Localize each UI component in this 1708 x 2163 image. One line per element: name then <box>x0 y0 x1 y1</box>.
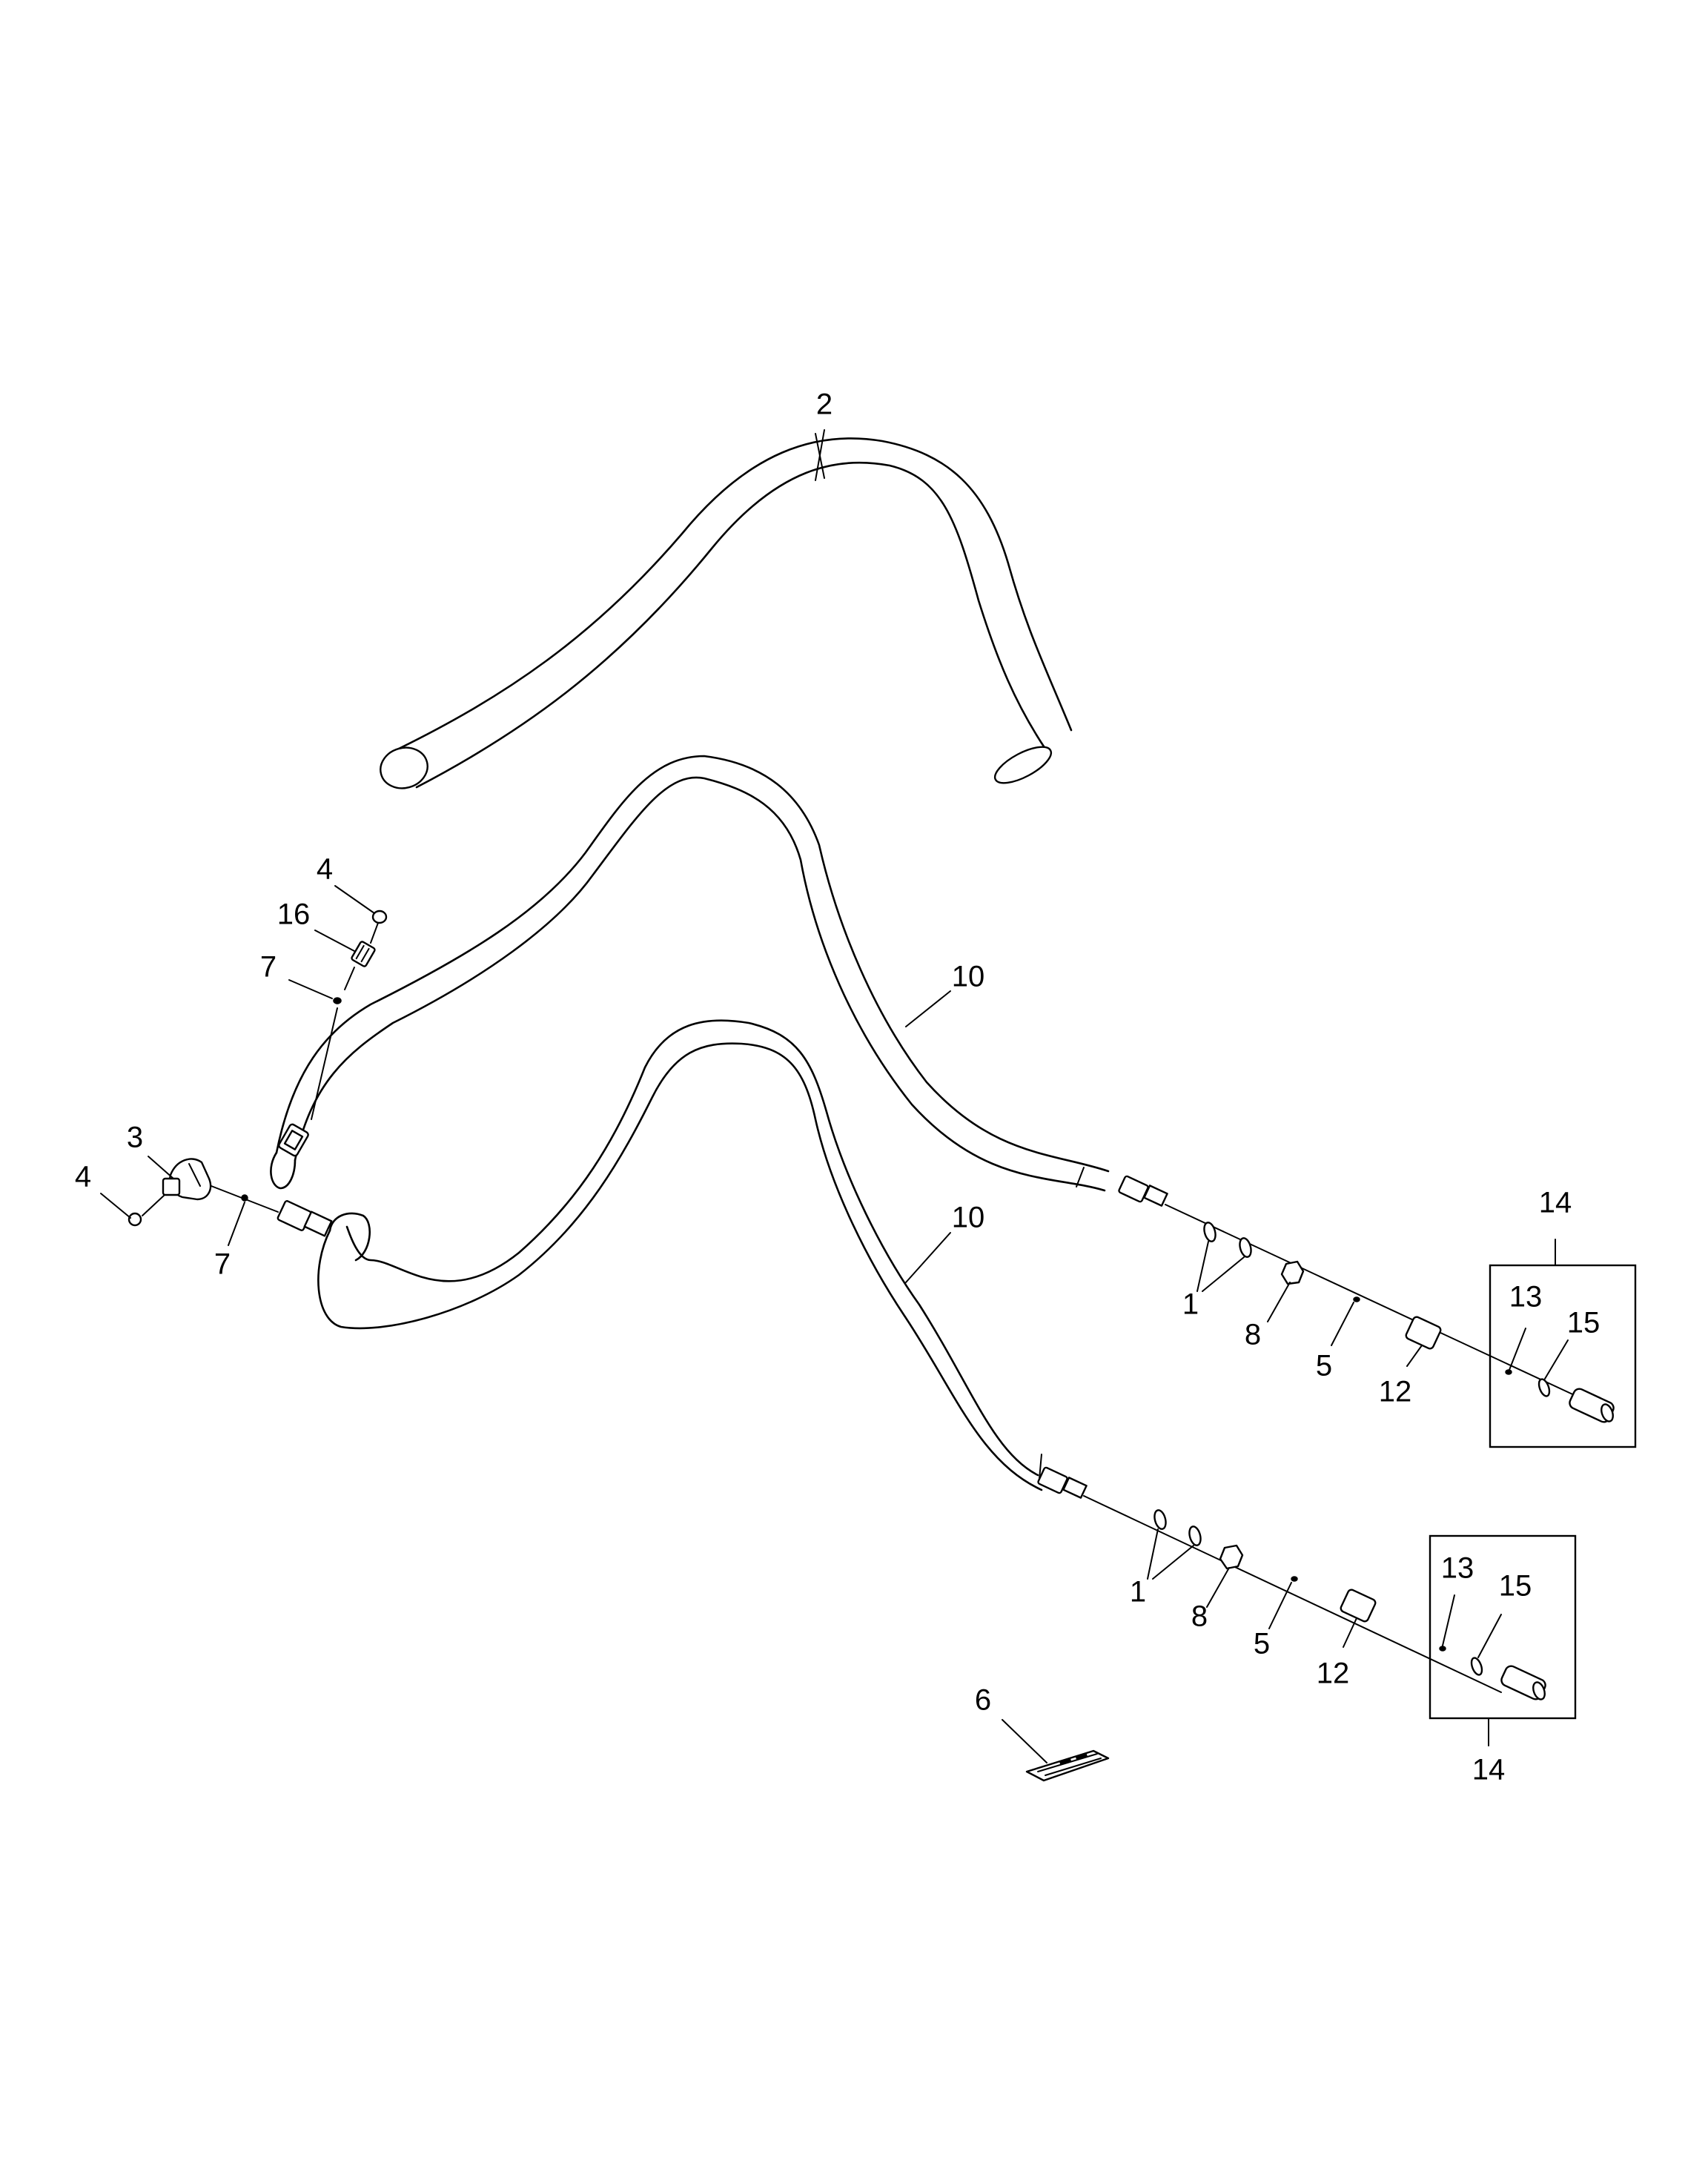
kit-box-14-lower <box>1429 1534 1577 1720</box>
callout-10-lower: 10 <box>952 1202 985 1234</box>
callout-14-lower: 14 <box>1472 1754 1506 1786</box>
callout-8-upper: 8 <box>1245 1319 1261 1351</box>
callout-3: 3 <box>127 1122 143 1154</box>
callout-15-upper: 15 <box>1567 1307 1601 1339</box>
coupler-12-lower <box>1340 1589 1377 1623</box>
ferrule-upper <box>1118 1175 1168 1207</box>
ring-15-upper <box>1537 1378 1551 1397</box>
oring-7-upper <box>333 997 342 1004</box>
oring-5-upper <box>1353 1296 1360 1302</box>
callout-6: 6 <box>975 1684 991 1717</box>
hose-10-upper <box>270 755 1110 1192</box>
callout-10-upper: 10 <box>952 961 985 993</box>
callout-5-upper: 5 <box>1316 1350 1332 1382</box>
fitting-hex-lower <box>277 1200 333 1237</box>
nut-8-lower <box>1219 1544 1244 1570</box>
leader-lines <box>100 429 1569 1763</box>
callout-16: 16 <box>277 898 311 931</box>
kit-box-14-upper <box>1489 1264 1637 1448</box>
callout-4-lower: 4 <box>75 1161 91 1193</box>
washer-1-lower-a <box>1153 1509 1167 1530</box>
callout-2: 2 <box>816 388 833 421</box>
coupler-12-upper <box>1405 1316 1442 1350</box>
axis-line-upper-right <box>1165 1204 1591 1403</box>
oring-7-lower <box>241 1194 248 1202</box>
callout-7-lower: 7 <box>214 1248 231 1281</box>
quick-coupler-lower <box>1500 1665 1546 1700</box>
fitting-16 <box>351 941 376 967</box>
washer-1-upper-a <box>1203 1222 1217 1242</box>
seal-13-upper <box>1505 1369 1512 1375</box>
callout-7-upper: 7 <box>260 951 277 984</box>
washer-1-lower-b <box>1188 1526 1202 1546</box>
quick-coupler-upper <box>1569 1388 1615 1423</box>
oring-5-lower <box>1291 1576 1298 1582</box>
callout-12-upper: 12 <box>1379 1376 1412 1408</box>
callout-1-upper: 1 <box>1182 1288 1199 1321</box>
callout-8-lower: 8 <box>1191 1600 1208 1633</box>
callout-1-lower: 1 <box>1130 1576 1146 1609</box>
callout-13-upper: 13 <box>1509 1281 1543 1314</box>
ring-15-lower <box>1470 1657 1483 1676</box>
hose-10-lower <box>317 1019 1043 1491</box>
washer-1-upper-b <box>1239 1237 1252 1258</box>
axis-line-upper-left <box>311 1007 338 1120</box>
callout-15-lower: 15 <box>1499 1570 1532 1603</box>
hose-2 <box>380 433 1073 789</box>
callout-14-upper: 14 <box>1539 1187 1572 1219</box>
decal-6 <box>1025 1749 1110 1782</box>
washer-4-upper <box>371 910 388 924</box>
callout-12-lower: 12 <box>1317 1657 1350 1690</box>
fitting-elbow-upper <box>278 1123 309 1157</box>
seal-13-lower <box>1439 1646 1446 1652</box>
nut-8-upper <box>1280 1260 1305 1285</box>
callouts: 2 4 16 7 10 3 4 7 10 14 13 15 1 8 5 12 1… <box>75 388 1600 1786</box>
ferrule-lower <box>1037 1466 1088 1499</box>
callout-5-lower: 5 <box>1254 1628 1270 1660</box>
elbow-3 <box>162 1158 212 1201</box>
washer-4-lower <box>128 1212 142 1227</box>
callout-13-lower: 13 <box>1441 1552 1474 1585</box>
callout-4-upper: 4 <box>317 853 333 886</box>
axis-line-lower-right <box>1083 1495 1502 1693</box>
